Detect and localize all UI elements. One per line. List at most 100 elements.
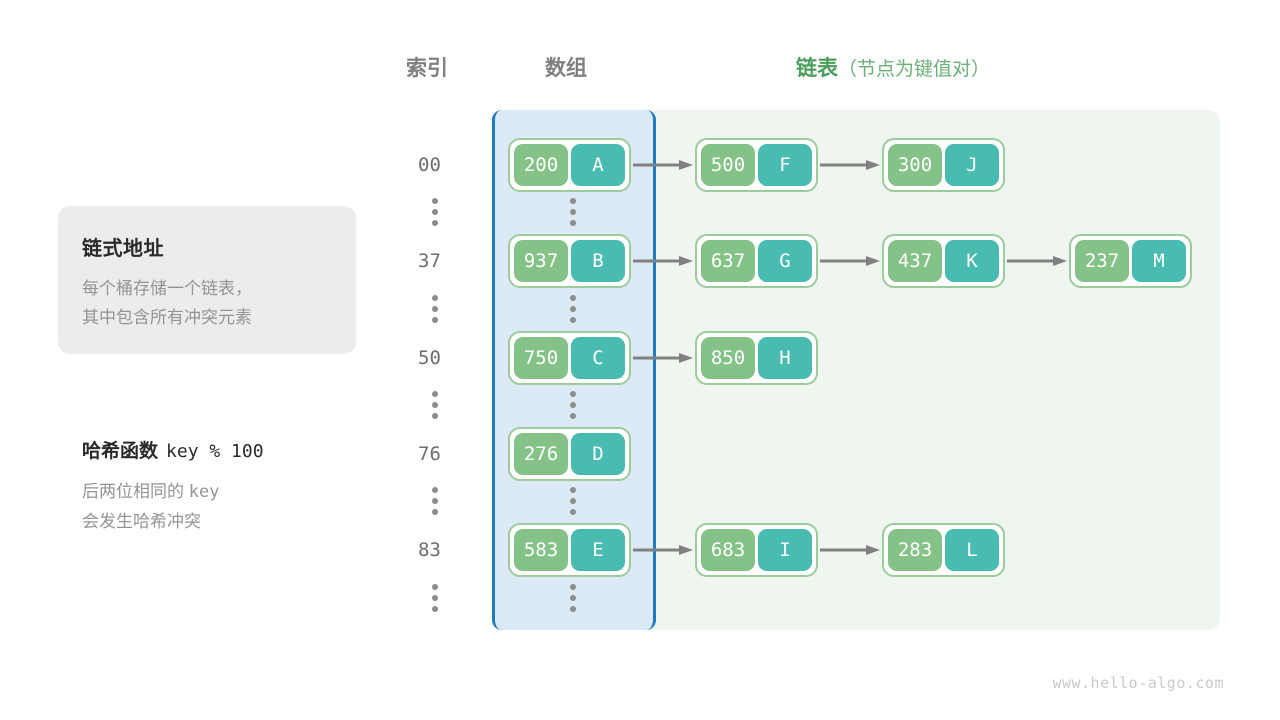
ellipsis-dot bbox=[432, 498, 438, 504]
ellipsis-dot bbox=[570, 209, 576, 215]
column-header-linked-list: 链表（节点为键值对） bbox=[796, 52, 990, 82]
info-card-chained-addressing: 链式地址 每个桶存储一个链表， 其中包含所有冲突元素 bbox=[58, 206, 356, 354]
node-value: H bbox=[758, 337, 812, 379]
node-value: M bbox=[1132, 240, 1186, 282]
vertical-ellipsis-icon bbox=[570, 487, 576, 515]
ellipsis-dot bbox=[570, 498, 576, 504]
ellipsis-dot bbox=[570, 402, 576, 408]
ellipsis-row bbox=[0, 385, 1280, 425]
bucket-index-label: 00 bbox=[418, 154, 441, 176]
hash-function-description-key: key bbox=[188, 482, 220, 502]
vertical-ellipsis-icon bbox=[432, 391, 438, 419]
node-key: 937 bbox=[514, 240, 568, 282]
bucket-index-label: 83 bbox=[418, 539, 441, 561]
node-value: F bbox=[758, 144, 812, 186]
ellipsis-dot bbox=[570, 413, 576, 419]
node-key: 283 bbox=[888, 529, 942, 571]
info-card-description-line-1: 每个桶存储一个链表， bbox=[82, 279, 252, 298]
bucket-index-label: 37 bbox=[418, 250, 441, 272]
node-value: G bbox=[758, 240, 812, 282]
ellipsis-dot bbox=[570, 595, 576, 601]
ellipsis-dot bbox=[432, 606, 438, 612]
ellipsis-dot bbox=[432, 317, 438, 323]
hash-function-label: 哈希函数 bbox=[82, 441, 159, 462]
node-key: 300 bbox=[888, 144, 942, 186]
node-key: 583 bbox=[514, 529, 568, 571]
node-key: 637 bbox=[701, 240, 755, 282]
chain-arrow-icon bbox=[633, 353, 693, 363]
ellipsis-dot bbox=[570, 391, 576, 397]
column-header-linked-list-note: （节点为键值对） bbox=[838, 59, 991, 80]
node-value: C bbox=[571, 337, 625, 379]
ellipsis-dot bbox=[432, 220, 438, 226]
node-value: J bbox=[945, 144, 999, 186]
hash-function-description: 后两位相同的 key 会发生哈希冲突 bbox=[82, 477, 382, 536]
node-key: 276 bbox=[514, 433, 568, 475]
ellipsis-row bbox=[0, 289, 1280, 329]
column-header-index: 索引 bbox=[406, 57, 448, 80]
node-key: 237 bbox=[1075, 240, 1129, 282]
ellipsis-dot bbox=[570, 606, 576, 612]
ellipsis-dot bbox=[432, 584, 438, 590]
ellipsis-row bbox=[0, 192, 1280, 232]
hash-function-formula: key % 100 bbox=[166, 441, 264, 462]
vertical-ellipsis-icon bbox=[432, 584, 438, 612]
vertical-ellipsis-icon bbox=[570, 584, 576, 612]
node-value: K bbox=[945, 240, 999, 282]
node-key: 200 bbox=[514, 144, 568, 186]
ellipsis-dot bbox=[432, 198, 438, 204]
ellipsis-dot bbox=[570, 509, 576, 515]
vertical-ellipsis-icon bbox=[570, 391, 576, 419]
hash-function-description-text: 后两位相同的 bbox=[82, 482, 184, 501]
ellipsis-dot bbox=[570, 220, 576, 226]
hash-function-description-line-1: 后两位相同的 key bbox=[82, 477, 382, 507]
node-value: E bbox=[571, 529, 625, 571]
node-key: 850 bbox=[701, 337, 755, 379]
ellipsis-dot bbox=[570, 487, 576, 493]
chain-arrow-icon bbox=[633, 256, 693, 266]
node-value: L bbox=[945, 529, 999, 571]
chain-arrow-icon bbox=[820, 160, 880, 170]
chain-arrow-icon bbox=[820, 545, 880, 555]
info-card-description-line-2: 其中包含所有冲突元素 bbox=[82, 308, 252, 327]
vertical-ellipsis-icon bbox=[570, 198, 576, 226]
ellipsis-dot bbox=[570, 198, 576, 204]
info-card-title: 链式地址 bbox=[82, 238, 164, 260]
node-key: 683 bbox=[701, 529, 755, 571]
watermark: www.hello-algo.com bbox=[1052, 674, 1224, 692]
node-value: B bbox=[571, 240, 625, 282]
hash-function-description-line-2: 会发生哈希冲突 bbox=[82, 512, 201, 531]
node-value: A bbox=[571, 144, 625, 186]
ellipsis-dot bbox=[432, 413, 438, 419]
ellipsis-row bbox=[0, 481, 1280, 521]
chain-arrow-icon bbox=[633, 160, 693, 170]
ellipsis-row bbox=[0, 578, 1280, 618]
vertical-ellipsis-icon bbox=[570, 295, 576, 323]
ellipsis-dot bbox=[432, 595, 438, 601]
info-card-description: 每个桶存储一个链表， 其中包含所有冲突元素 bbox=[82, 274, 252, 332]
chain-arrow-icon bbox=[633, 545, 693, 555]
node-key: 750 bbox=[514, 337, 568, 379]
